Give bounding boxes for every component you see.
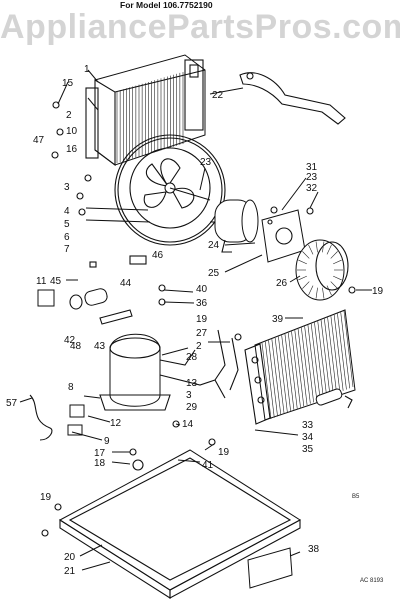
callout-label: AC 8193 xyxy=(360,578,384,584)
top-bracket-rail xyxy=(239,72,346,125)
fan-blade xyxy=(129,147,211,229)
callout-label: 14 xyxy=(182,419,194,430)
callout-label: 41 xyxy=(202,460,214,471)
callout-label: 35 xyxy=(302,444,314,455)
callout-label: 2 xyxy=(66,110,72,121)
access-panel xyxy=(247,547,293,589)
callout-label: 13 xyxy=(186,378,198,389)
callout-label: 10 xyxy=(66,126,78,137)
callout-label: 28 xyxy=(186,352,198,363)
callout-label: 17 xyxy=(94,448,106,459)
power-cord xyxy=(29,394,53,441)
callout-label: 43 xyxy=(94,341,106,352)
compressor xyxy=(99,333,216,411)
blower-wheel xyxy=(295,239,349,301)
callout-label: 36 xyxy=(196,298,208,309)
callout-label: 39 xyxy=(272,314,284,325)
callout-label: 40 xyxy=(196,284,208,295)
callout-label: 5 xyxy=(64,219,70,230)
callout-label: 38 xyxy=(308,544,320,555)
base-pan xyxy=(59,449,301,600)
callout-label: 18 xyxy=(94,458,106,469)
callout-label: 24 xyxy=(208,240,220,251)
callout-label: 23 xyxy=(200,157,212,168)
callout-label: 12 xyxy=(110,418,122,429)
callout-label: 46 xyxy=(152,250,164,261)
callout-label: 21 xyxy=(64,566,76,577)
overload-relay xyxy=(37,289,83,310)
callout-label: 19 xyxy=(196,314,208,325)
callout-label: 26 xyxy=(276,278,288,289)
callout-label: 22 xyxy=(212,90,224,101)
callout-label: 32 xyxy=(306,183,318,194)
callout-label: 11 xyxy=(36,276,47,287)
drain-tube xyxy=(315,388,353,409)
callout-label: 31 xyxy=(306,162,318,173)
callout-label: 8 xyxy=(68,382,74,393)
callout-label: 33 xyxy=(302,420,314,431)
fan-motor xyxy=(210,199,259,253)
callout-label: 57 xyxy=(6,398,18,409)
callout-label: B5 xyxy=(352,494,360,500)
callout-label: 9 xyxy=(104,436,110,447)
callout-label: 34 xyxy=(302,432,314,443)
motor-mount-bracket xyxy=(261,209,306,263)
callout-label: 19 xyxy=(218,447,230,458)
callout-label: 7 xyxy=(64,244,70,255)
mounting-strap xyxy=(99,309,133,325)
terminal-cover xyxy=(67,404,85,436)
fan-shroud xyxy=(114,134,226,246)
leader-lines xyxy=(19,69,372,571)
callout-label: 29 xyxy=(186,402,198,413)
callout-label: 44 xyxy=(120,278,132,289)
callout-label: 20 xyxy=(64,552,76,563)
callout-label: 23 xyxy=(306,172,318,183)
callout-label: 25 xyxy=(208,268,220,279)
site-watermark: AppliancePartsPros.com xyxy=(0,8,400,46)
callout-label: 3 xyxy=(64,182,70,193)
callout-label: 2 xyxy=(196,341,202,352)
evaporator-coil xyxy=(244,309,356,425)
callout-label: 47 xyxy=(33,135,45,146)
callout-label: 48 xyxy=(70,341,82,352)
model-title: For Model 106.7752190 xyxy=(120,0,213,10)
callout-label: 42 xyxy=(64,335,76,346)
callout-label: 27 xyxy=(196,328,208,339)
callout-label: 4 xyxy=(64,206,70,217)
callout-label: 1 xyxy=(84,64,90,75)
tubing-assembly xyxy=(214,329,239,399)
callout-label: 3 xyxy=(186,390,192,401)
callout-label: 19 xyxy=(40,492,52,503)
callout-label: 6 xyxy=(64,232,70,243)
callout-label: 45 xyxy=(50,276,62,287)
callout-label: 16 xyxy=(66,144,78,155)
callout-label: 19 xyxy=(372,286,384,297)
callout-labels: 1 15 2 10 47 16 3 4 5 6 7 22 23 31 23 32… xyxy=(6,64,384,584)
callout-label: 15 xyxy=(62,78,74,89)
capacitor xyxy=(84,288,108,306)
condenser-coil xyxy=(85,54,206,167)
